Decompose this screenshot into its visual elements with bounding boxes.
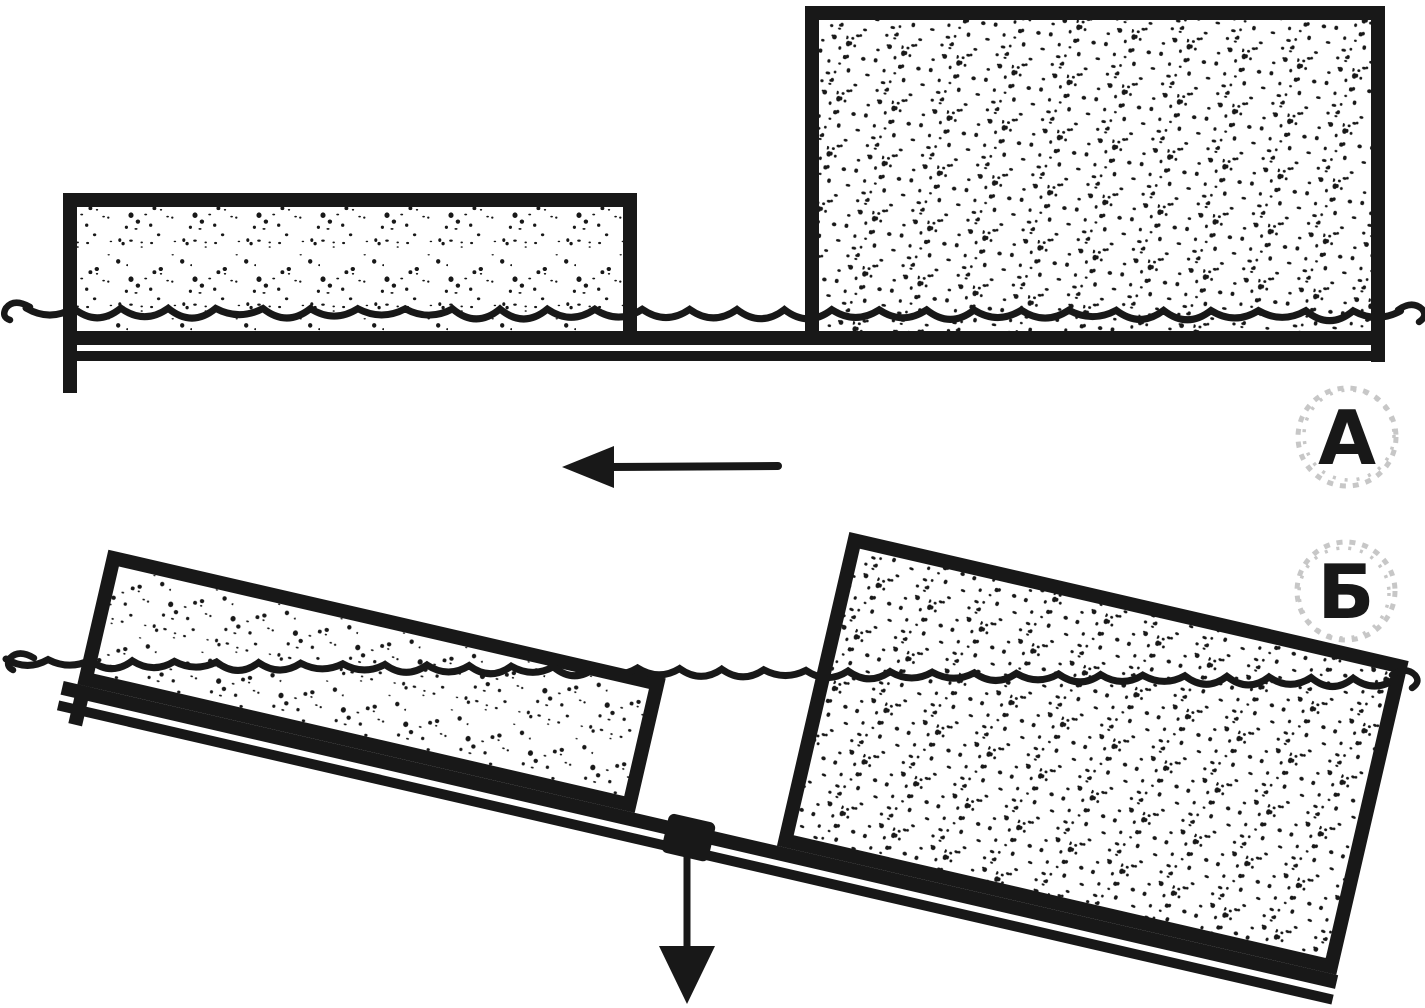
scene-a-waterline [22,303,1405,325]
shift-left-arrow-icon [562,446,782,488]
label-a-ring-inner [1302,388,1396,482]
shift-left-arrow-head [562,446,614,488]
label-a-ring [1295,385,1399,489]
scene-a-waterline-right-curl [1394,301,1425,326]
label-b-badge: Б [1294,539,1398,643]
scene-a-left-wall-stub [63,331,77,393]
force-down-arrow-icon [659,848,715,1004]
scene-b-waterline [2,655,1399,691]
scene-a-waterline-left-curl [0,299,34,324]
scene-a-right-wall-stub [1371,331,1385,362]
force-down-arrow-head [659,946,715,1004]
label-a-badge: А [1295,385,1399,489]
label-b-ring [1294,539,1398,643]
scene-b-small-block [77,549,666,813]
scene-a-level-raft [0,6,1425,393]
label-b-text: Б [1317,548,1374,636]
scene-a-raft-deck-bottom [63,351,1385,361]
scene-b-left-wall-stub [68,684,91,727]
label-b-ring-inner [1297,546,1391,640]
scene-b-tilted-raft [56,531,1409,1005]
label-a-text: А [1318,394,1376,482]
shift-left-arrow-shaft [604,462,782,471]
scene-b-waterline-left-curl [4,650,38,674]
scene-b-hinge-knot [661,813,716,862]
scene-b-large-block [776,531,1409,975]
scene-a-large-block [805,6,1385,345]
scene-b-waterline-right-curl [1388,667,1421,692]
scene-a-raft-deck-top [63,331,1385,345]
